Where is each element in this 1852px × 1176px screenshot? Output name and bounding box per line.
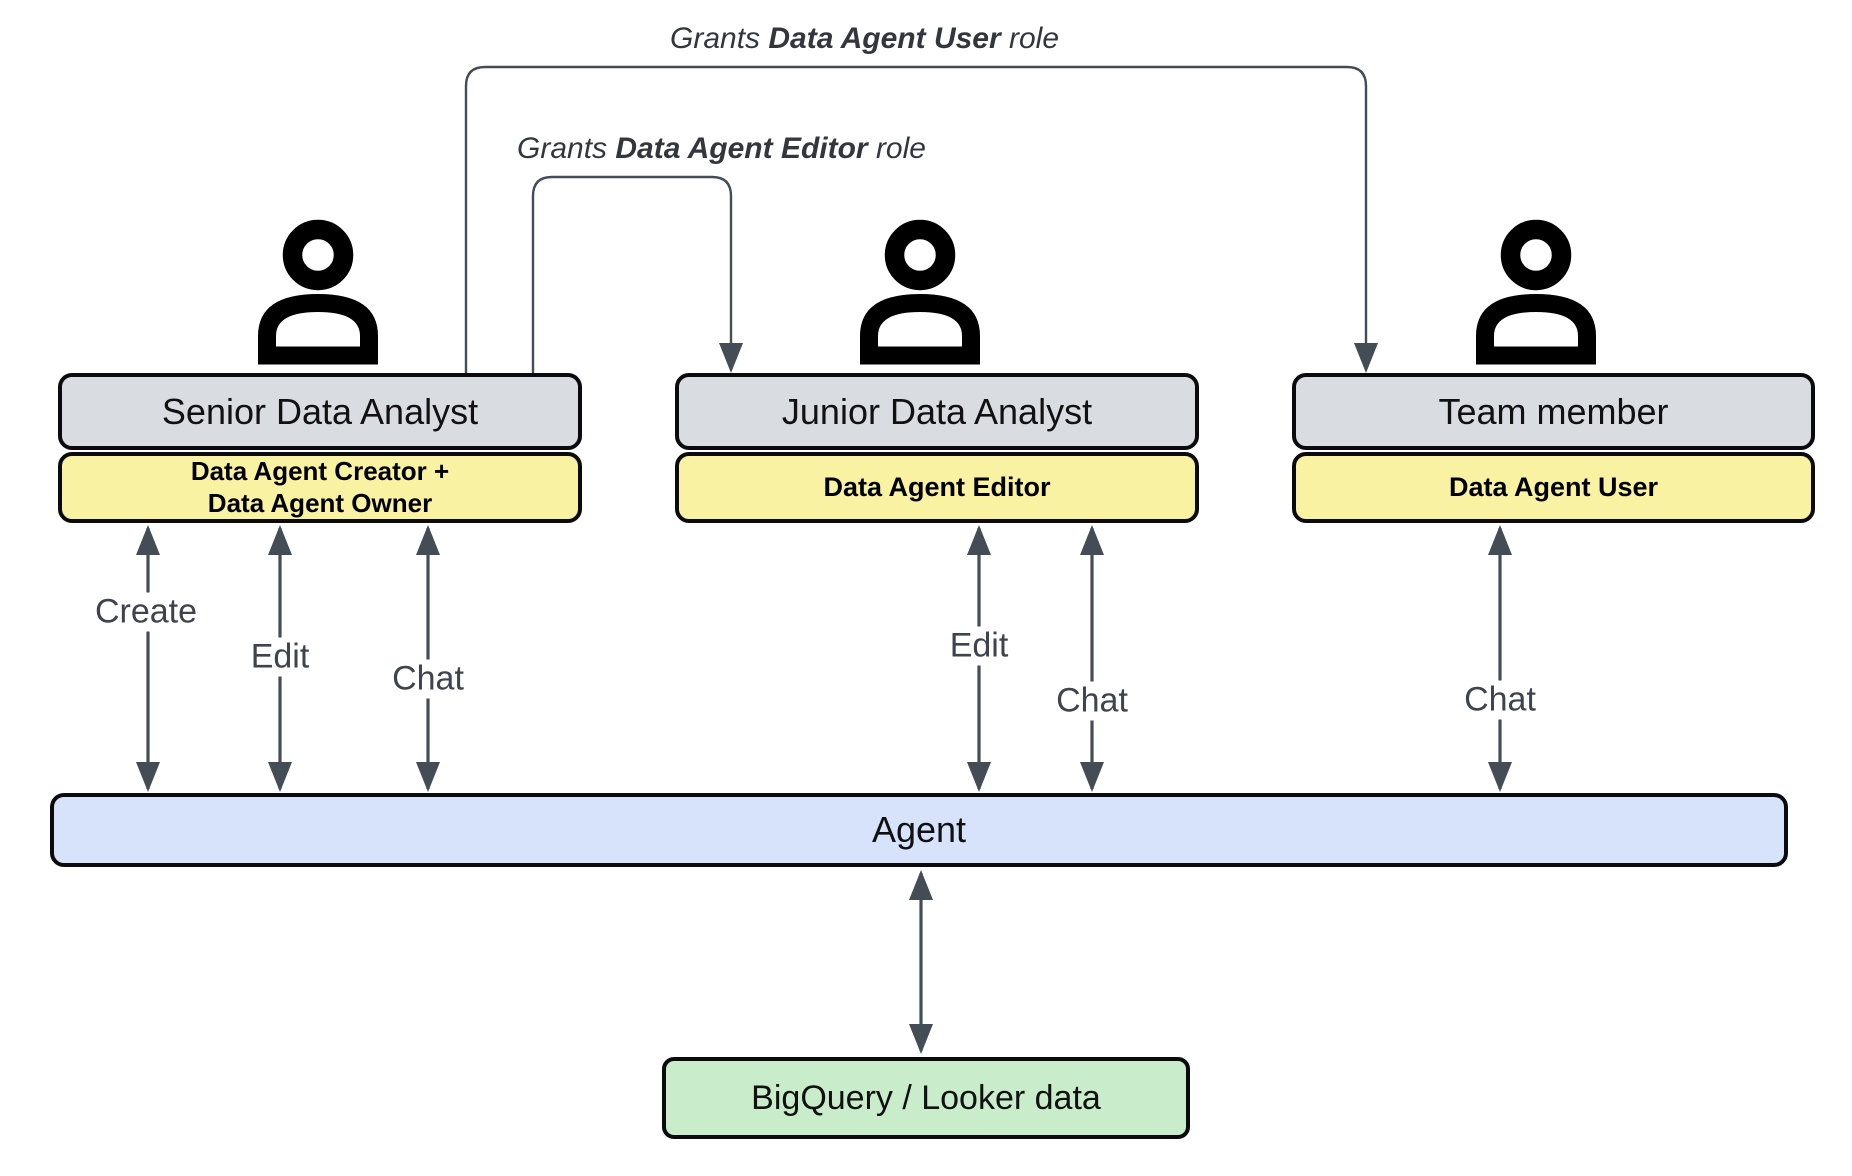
senior-chat-arrow-label: Chat: [386, 659, 470, 699]
junior-role-box: Data Agent Editor: [675, 452, 1199, 523]
senior-person-icon: [258, 219, 378, 365]
grant-user-role-label: Grants Data Agent User role: [670, 22, 1059, 56]
create-arrow-label: Create: [88, 592, 204, 632]
junior-analyst-box: Junior Data Analyst: [675, 373, 1199, 450]
senior-role-line1: Data Agent Creator +: [190, 455, 450, 486]
senior-edit-arrow-label: Edit: [244, 637, 316, 677]
team-chat-arrow-label: Chat: [1458, 680, 1542, 720]
junior-role-line1: Data Agent Editor: [823, 472, 1051, 503]
datasource-box: BigQuery / Looker data: [662, 1057, 1190, 1139]
grant-user-role-name: Data Agent User: [768, 22, 1001, 55]
senior-role-box: Data Agent Creator + Data Agent Owner: [58, 452, 582, 523]
team-role-box: Data Agent User: [1292, 452, 1815, 523]
junior-person-icon: [860, 219, 980, 365]
junior-analyst-title: Junior Data Analyst: [781, 390, 1093, 432]
grant-editor-prefix: Grants: [517, 132, 616, 165]
grant-editor-suffix: role: [867, 132, 926, 165]
senior-analyst-title: Senior Data Analyst: [161, 390, 479, 432]
agent-box: Agent: [50, 793, 1788, 867]
agent-label: Agent: [871, 809, 967, 850]
grant-editor-role-label: Grants Data Agent Editor role: [517, 132, 926, 166]
grant-user-prefix: Grants: [670, 22, 769, 55]
junior-chat-arrow-label: Chat: [1050, 681, 1134, 721]
team-member-box: Team member: [1292, 373, 1815, 450]
grant-editor-role-name: Data Agent Editor: [615, 132, 868, 165]
datasource-label: BigQuery / Looker data: [751, 1078, 1101, 1117]
senior-role-line2: Data Agent Owner: [207, 487, 433, 518]
junior-edit-arrow-label: Edit: [943, 626, 1015, 666]
team-member-title: Team member: [1438, 390, 1669, 432]
grant-user-suffix: role: [1000, 22, 1060, 55]
team-role-line1: Data Agent User: [1448, 472, 1659, 503]
senior-analyst-box: Senior Data Analyst: [58, 373, 582, 450]
team-person-icon: [1476, 219, 1596, 365]
grant-user-connector: [464, 65, 1378, 373]
grant-editor-connector: [531, 175, 743, 373]
